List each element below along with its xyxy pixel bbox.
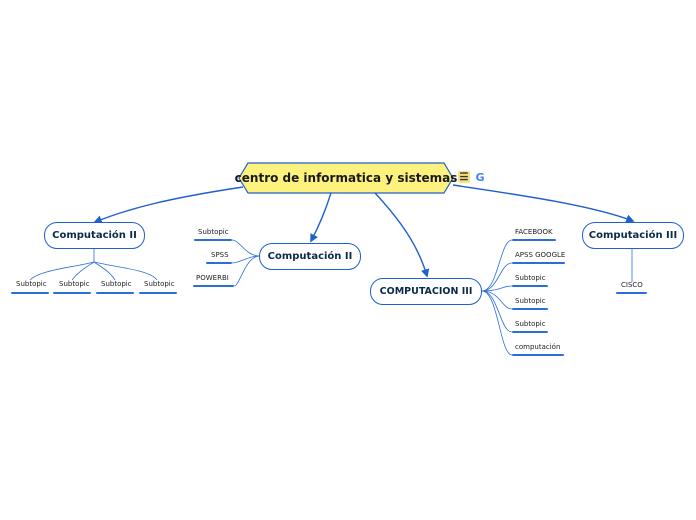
- subtopic-underline: [11, 292, 49, 294]
- subtopic-connector: [93, 261, 116, 281]
- subtopic-item[interactable]: Subtopic: [101, 280, 132, 288]
- topic-label: COMPUTACION III: [379, 286, 473, 297]
- subtopic-item[interactable]: Subtopic: [515, 274, 546, 282]
- notes-icon[interactable]: ☰: [458, 171, 470, 183]
- topic-label: Computación II: [267, 251, 353, 262]
- subtopic-item[interactable]: POWERBI: [196, 274, 229, 282]
- topic-computacion-iii-right[interactable]: Computación III: [582, 222, 684, 249]
- subtopic-item[interactable]: Subtopic: [59, 280, 90, 288]
- subtopic-item[interactable]: APSS GOOGLE: [515, 251, 566, 259]
- subtopic-underline: [512, 285, 548, 287]
- topic-computacion-iii-center[interactable]: COMPUTACION III: [370, 278, 482, 305]
- subtopic-underline: [512, 354, 564, 356]
- topic-label: Computación III: [588, 230, 678, 241]
- google-icon[interactable]: G: [475, 170, 485, 184]
- subtopic-connector: [481, 262, 513, 292]
- subtopic-item[interactable]: SPSS: [211, 251, 229, 259]
- central-topic-shape: [238, 162, 454, 194]
- subtopic-connector: [93, 261, 158, 281]
- central-topic[interactable]: centro de informatica y sistemas: [235, 162, 457, 194]
- subtopic-connector: [481, 290, 513, 310]
- subtopic-underline: [193, 285, 234, 287]
- subtopic-item[interactable]: FACEBOOK: [515, 228, 553, 236]
- subtopic-item[interactable]: Subtopic: [515, 297, 546, 305]
- subtopic-item[interactable]: Subtopic: [515, 320, 546, 328]
- branch-connector-3: [374, 192, 430, 278]
- subtopic-item[interactable]: Subtopic: [144, 280, 175, 288]
- subtopic-underline: [512, 262, 565, 264]
- subtopic-connector: [481, 285, 513, 292]
- branch-connector-4: [452, 184, 635, 223]
- topic-computacion-ii-center[interactable]: Computación II: [259, 243, 361, 270]
- branch-connector-1: [93, 186, 244, 224]
- subtopic-underline: [512, 239, 556, 241]
- topic-computacion-ii-left[interactable]: Computación II: [44, 222, 145, 249]
- subtopic-connector: [29, 249, 95, 281]
- subtopic-connector: [233, 255, 261, 287]
- subtopic-underline: [206, 262, 232, 264]
- subtopic-underline: [96, 292, 134, 294]
- subtopic-item[interactable]: CISCO: [621, 281, 643, 289]
- branch-connector-2: [310, 192, 332, 243]
- subtopic-item[interactable]: Subtopic: [16, 280, 47, 288]
- subtopic-underline: [194, 239, 232, 241]
- subtopic-connector: [71, 261, 95, 281]
- subtopic-underline: [616, 292, 647, 294]
- subtopic-underline: [53, 292, 91, 294]
- subtopic-underline: [512, 308, 548, 310]
- subtopic-connector: [231, 239, 261, 257]
- central-topic-label: centro de informatica y sistemas: [234, 171, 458, 185]
- subtopic-item[interactable]: Subtopic: [198, 228, 229, 236]
- subtopic-underline: [139, 292, 177, 294]
- subtopic-connector: [481, 290, 513, 356]
- subtopic-connector: [481, 239, 513, 292]
- subtopic-underline: [512, 331, 548, 333]
- subtopic-item[interactable]: computación: [515, 343, 561, 351]
- topic-label: Computación II: [52, 230, 137, 241]
